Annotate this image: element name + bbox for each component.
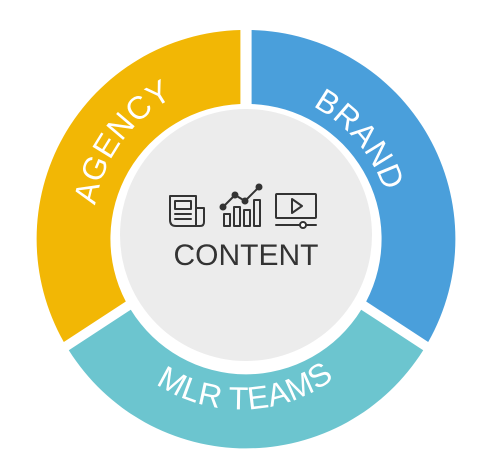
document-icon: [169, 195, 205, 227]
segment-agency: [36, 30, 241, 342]
video-icon: [275, 193, 317, 229]
center-disc: [120, 109, 372, 361]
segment-mlr-teams: [68, 309, 424, 449]
bar-chart-icon: [219, 183, 263, 227]
center-label: CONTENT: [174, 239, 319, 272]
segment-brand: [251, 30, 456, 342]
